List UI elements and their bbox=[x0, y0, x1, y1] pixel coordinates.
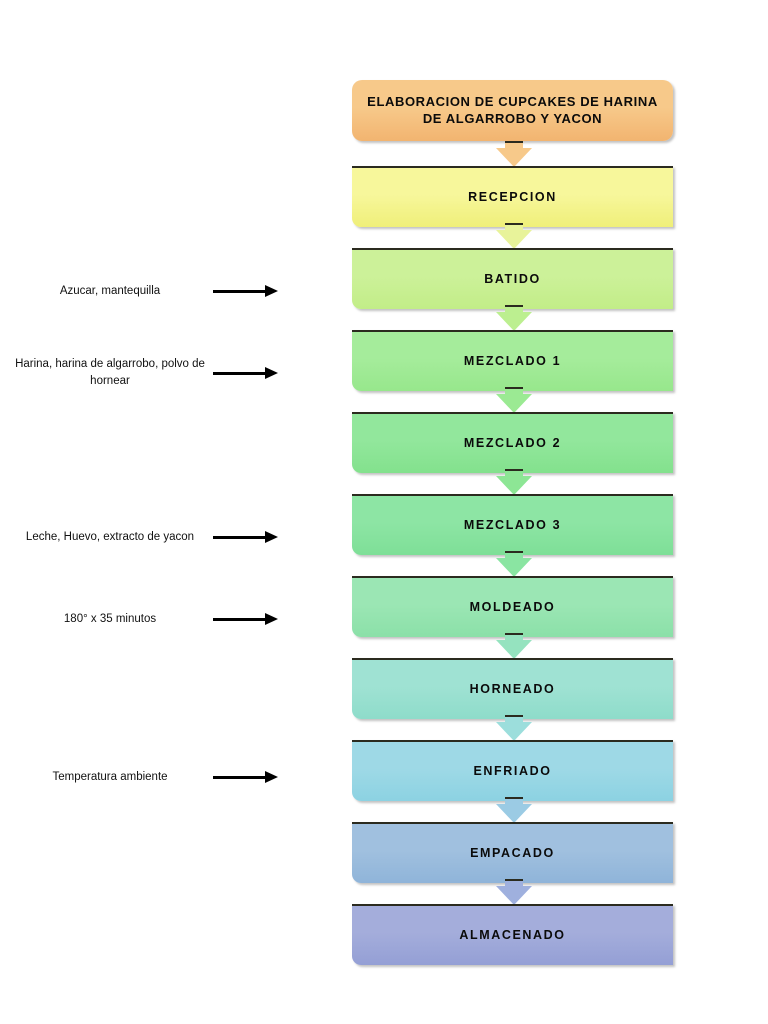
arrow-shaft-top-edge bbox=[505, 305, 523, 314]
arrow-shaft bbox=[505, 389, 523, 397]
diagram-title-box: ELABORACION DE CUPCAKES DE HARINA DE ALG… bbox=[352, 80, 673, 141]
process-step-mezclado-3: MEZCLADO 3 bbox=[352, 494, 673, 555]
annotation-arrow-head bbox=[265, 531, 278, 543]
input-annotation-arrow-0 bbox=[213, 284, 279, 298]
arrow-head bbox=[496, 804, 532, 823]
arrow-head bbox=[496, 312, 532, 331]
arrow-head bbox=[496, 886, 532, 905]
annotation-arrow-head bbox=[265, 613, 278, 625]
input-annotation-label-1: Harina, harina de algarrobo, polvo de ho… bbox=[10, 347, 210, 399]
process-step-label: RECEPCION bbox=[468, 189, 557, 204]
arrow-shaft bbox=[505, 635, 523, 643]
process-step-moldeado: MOLDEADO bbox=[352, 576, 673, 637]
arrow-shaft-top-edge bbox=[505, 141, 523, 150]
input-annotation-arrow-1 bbox=[213, 366, 279, 380]
process-step-label: HORNEADO bbox=[469, 681, 556, 696]
arrow-shaft bbox=[505, 553, 523, 561]
arrow-head bbox=[496, 148, 532, 167]
flow-connector-arrow-4 bbox=[496, 469, 532, 495]
process-step-recepcion: RECEPCION bbox=[352, 166, 673, 227]
process-step-label: ALMACENADO bbox=[459, 927, 566, 942]
arrow-shaft-top-edge bbox=[505, 469, 523, 478]
annotation-arrow-line bbox=[213, 776, 267, 779]
annotation-arrow-head bbox=[265, 285, 278, 297]
annotation-arrow-line bbox=[213, 536, 267, 539]
process-step-empacado: EMPACADO bbox=[352, 822, 673, 883]
process-step-almacenado: ALMACENADO bbox=[352, 904, 673, 965]
flow-connector-arrow-8 bbox=[496, 797, 532, 823]
process-step-label: MEZCLADO 1 bbox=[463, 353, 562, 368]
arrow-head bbox=[496, 558, 532, 577]
input-annotation-arrow-3 bbox=[213, 612, 279, 626]
flow-connector-arrow-1 bbox=[496, 223, 532, 249]
flow-connector-arrow-6 bbox=[496, 633, 532, 659]
arrow-shaft bbox=[505, 225, 523, 233]
process-step-label: BATIDO bbox=[484, 271, 541, 286]
input-annotation-label-4: Temperatura ambiente bbox=[10, 751, 210, 803]
annotation-arrow-head bbox=[265, 771, 278, 783]
process-step-horneado: HORNEADO bbox=[352, 658, 673, 719]
process-step-batido: BATIDO bbox=[352, 248, 673, 309]
process-step-mezclado-2: MEZCLADO 2 bbox=[352, 412, 673, 473]
process-step-label: ENFRIADO bbox=[473, 763, 552, 778]
arrow-head bbox=[496, 394, 532, 413]
flow-connector-arrow-7 bbox=[496, 715, 532, 741]
input-annotation-text: Leche, Huevo, extracto de yacon bbox=[25, 530, 195, 543]
input-annotation-label-3: 180° x 35 minutos bbox=[10, 593, 210, 645]
diagram-title-text: ELABORACION DE CUPCAKES DE HARINA DE ALG… bbox=[367, 93, 658, 126]
input-annotation-text: Temperatura ambiente bbox=[52, 770, 168, 783]
input-annotation-arrow-4 bbox=[213, 770, 279, 784]
arrow-shaft-top-edge bbox=[505, 633, 523, 642]
arrow-head bbox=[496, 640, 532, 659]
flow-connector-arrow-2 bbox=[496, 305, 532, 331]
arrow-shaft bbox=[505, 471, 523, 479]
arrow-shaft-top-edge bbox=[505, 797, 523, 806]
arrow-head bbox=[496, 230, 532, 249]
annotation-arrow-head bbox=[265, 367, 278, 379]
process-step-mezclado-1: MEZCLADO 1 bbox=[352, 330, 673, 391]
process-step-label: MEZCLADO 3 bbox=[463, 517, 562, 532]
arrow-shaft-top-edge bbox=[505, 879, 523, 888]
annotation-arrow-line bbox=[213, 372, 267, 375]
input-annotation-arrow-2 bbox=[213, 530, 279, 544]
arrow-shaft bbox=[505, 717, 523, 725]
flow-connector-arrow-0 bbox=[496, 141, 532, 167]
arrow-shaft-top-edge bbox=[505, 223, 523, 232]
arrow-head bbox=[496, 722, 532, 741]
flow-connector-arrow-3 bbox=[496, 387, 532, 413]
process-step-label: EMPACADO bbox=[470, 845, 555, 860]
flow-connector-arrow-9 bbox=[496, 879, 532, 905]
annotation-arrow-line bbox=[213, 618, 267, 621]
input-annotation-text: Harina, harina de algarrobo, polvo de ho… bbox=[15, 358, 205, 387]
arrow-head bbox=[496, 476, 532, 495]
process-step-enfriado: ENFRIADO bbox=[352, 740, 673, 801]
annotation-arrow-line bbox=[213, 290, 267, 293]
arrow-shaft-top-edge bbox=[505, 715, 523, 724]
input-annotation-text: Azucar, mantequilla bbox=[59, 284, 161, 297]
arrow-shaft bbox=[505, 143, 523, 151]
arrow-shaft bbox=[505, 799, 523, 807]
input-annotation-text: 180° x 35 minutos bbox=[63, 612, 157, 625]
process-step-label: MOLDEADO bbox=[469, 599, 556, 614]
arrow-shaft bbox=[505, 881, 523, 889]
arrow-shaft-top-edge bbox=[505, 551, 523, 560]
flow-connector-arrow-5 bbox=[496, 551, 532, 577]
input-annotation-label-0: Azucar, mantequilla bbox=[10, 265, 210, 317]
arrow-shaft bbox=[505, 307, 523, 315]
process-step-label: MEZCLADO 2 bbox=[463, 435, 562, 450]
arrow-shaft-top-edge bbox=[505, 387, 523, 396]
input-annotation-label-2: Leche, Huevo, extracto de yacon bbox=[10, 511, 210, 563]
